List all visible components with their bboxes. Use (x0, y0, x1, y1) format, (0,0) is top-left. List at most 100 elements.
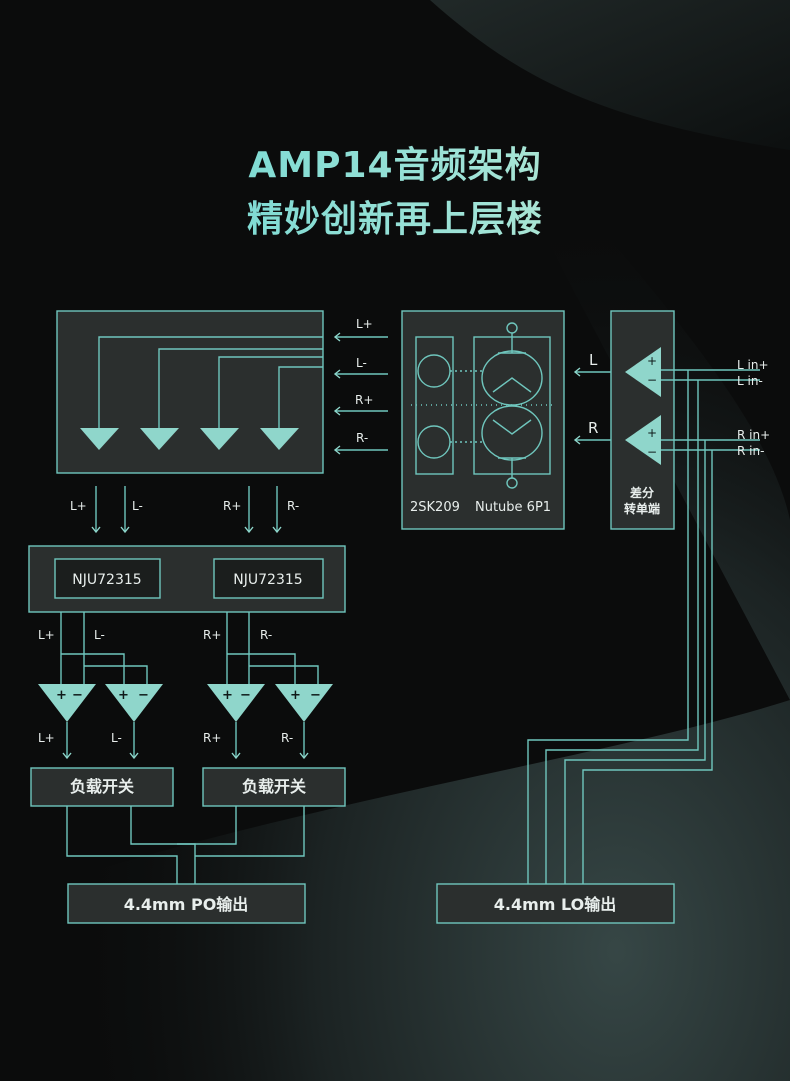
lo-wire-1 (527, 370, 689, 884)
diff-amp-r (625, 415, 661, 465)
dac-in-label-lplus: L+ (356, 317, 373, 331)
diff-label-line2: 转单端 (624, 501, 660, 516)
tube-top-terminal (506, 322, 518, 334)
page-title: AMP14音频架构 (0, 136, 790, 188)
dac-in-label-rminus: R- (356, 431, 368, 445)
arrowhead-9 (244, 526, 254, 534)
dac-arrow-4 (260, 428, 299, 450)
po-wire-4 (195, 806, 305, 857)
diff-stage-box (610, 310, 675, 530)
load-switch-label-1: 负载开关 (70, 777, 134, 796)
chip-out-label-lminus: L- (94, 628, 105, 642)
buffer-3-plus: + (222, 688, 233, 703)
arrowhead-14 (299, 752, 309, 760)
vol-r-branch-2 (249, 665, 319, 688)
po-wire-2 (130, 806, 196, 884)
input-lin-minus: L in- (737, 374, 763, 388)
buf-out-label-rplus: R+ (203, 731, 221, 745)
buffer-2-minus: − (138, 688, 149, 703)
tube-2-grid (492, 419, 532, 435)
chip-out-label-rminus: R- (260, 628, 272, 642)
diff-r-minus: − (647, 445, 657, 459)
diff-amp-l (625, 347, 661, 397)
dac-wire-2 (158, 348, 323, 428)
lo-wire-2 (545, 380, 699, 884)
diff-label-line1: 差分 (629, 485, 654, 500)
arrowhead-6 (573, 435, 581, 445)
vol-r-branch-1 (227, 653, 296, 688)
dac-arrow-3 (200, 428, 239, 450)
dac-arrow-1 (80, 428, 119, 450)
dac-out-label-rplus: R+ (223, 499, 241, 513)
dac-out-label-rminus: R- (287, 499, 299, 513)
diff-channel-r: R (588, 419, 598, 437)
dac-wire-3 (218, 356, 323, 428)
tube-stage-box (401, 310, 565, 530)
vol-l-branch-1 (61, 653, 125, 688)
volume-chip-label-1: NJU72315 (72, 572, 141, 588)
buf-out-label-rminus: R- (281, 731, 293, 745)
buffer-3-minus: − (240, 688, 251, 703)
volume-chip-label-2: NJU72315 (233, 572, 302, 588)
lo-output-label: 4.4mm LO输出 (494, 895, 617, 914)
load-switch-box-2 (202, 767, 346, 807)
input-rin-plus: R in+ (737, 428, 770, 442)
arrowhead-12 (129, 752, 139, 760)
dac-wire-4 (278, 366, 323, 428)
dac-in-label-rplus: R+ (355, 393, 373, 407)
po-box (67, 883, 306, 924)
dac-box (56, 310, 324, 474)
lo-wire-4 (582, 450, 713, 884)
background-swoosh (430, 0, 790, 150)
chip-out-label-lplus: L+ (38, 628, 55, 642)
buffer-4 (275, 684, 333, 722)
jfet-label: 2SK209 (410, 500, 460, 515)
buffer-3 (207, 684, 265, 722)
page-subtitle: 精妙创新再上层楼 (0, 190, 790, 242)
input-lin-plus: L in+ (737, 358, 769, 372)
buffer-1 (38, 684, 96, 722)
buffer-1-plus: + (56, 688, 67, 703)
dac-in-label-lminus: L- (356, 356, 367, 370)
lo-wire-3 (564, 440, 706, 884)
arrowhead-5 (573, 367, 581, 377)
po-wire-3 (177, 806, 237, 845)
tube-1-grid (492, 377, 532, 393)
arrowhead-4 (333, 445, 341, 455)
chip-out-label-rplus: R+ (203, 628, 221, 642)
arrowhead-11 (62, 752, 72, 760)
diff-l-plus: + (647, 354, 657, 368)
load-switch-box-1 (30, 767, 174, 807)
buffer-1-minus: − (72, 688, 83, 703)
arrowhead-3 (333, 406, 341, 416)
diff-channel-l: L (589, 351, 598, 369)
dac-arrow-2 (140, 428, 179, 450)
dac-wire-1 (98, 336, 323, 428)
arrowhead-2 (333, 369, 341, 379)
lo-box (436, 883, 675, 924)
arrowhead-13 (231, 752, 241, 760)
arrowhead-8 (120, 526, 130, 534)
buf-out-label-lplus: L+ (38, 731, 55, 745)
arrowhead-7 (91, 526, 101, 534)
tube-label: Nutube 6P1 (475, 500, 551, 515)
buffer-4-plus: + (290, 688, 301, 703)
arrowhead-10 (272, 526, 282, 534)
diff-l-minus: − (647, 373, 657, 387)
buffer-2 (105, 684, 163, 722)
load-switch-label-2: 负载开关 (242, 777, 306, 796)
dac-out-label-lplus: L+ (70, 499, 87, 513)
po-output-label: 4.4mm PO输出 (124, 895, 249, 914)
vol-l-branch-2 (84, 665, 148, 688)
buffer-4-minus: − (310, 688, 321, 703)
buf-out-label-lminus: L- (111, 731, 122, 745)
tube-bottom-terminal (506, 477, 518, 489)
po-wire-1 (66, 806, 178, 884)
input-rin-minus: R in- (737, 444, 764, 458)
volume-chip-2 (213, 558, 324, 599)
buffer-2-plus: + (118, 688, 129, 703)
volume-chip-1 (54, 558, 161, 599)
